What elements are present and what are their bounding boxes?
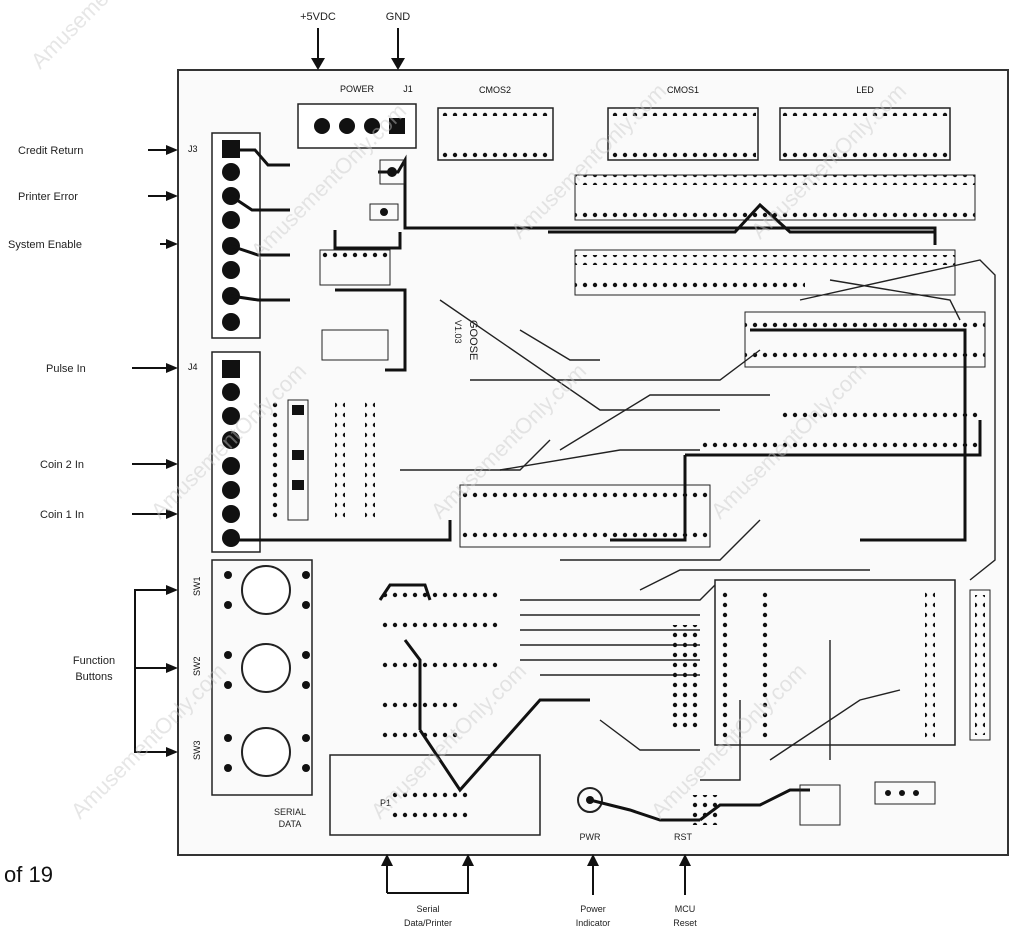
label-power: Power [580, 904, 606, 914]
power-led [577, 787, 603, 813]
traces-thick [230, 148, 982, 822]
serial-data-board-1: SERIAL [274, 807, 306, 817]
version-label: V1.03 [453, 320, 463, 344]
chip-label-3: LED [856, 85, 874, 95]
sw3-label: SW3 [192, 740, 202, 760]
label-mcu: MCU [675, 904, 696, 914]
bottom-arrows [381, 854, 691, 895]
board-outline [177, 69, 1009, 856]
j4-label: J4 [188, 362, 198, 372]
label-reset: Reset [673, 918, 697, 928]
traces-thin [400, 259, 996, 781]
label-coin1-in: Coin 1 In [40, 509, 84, 521]
j1-label: J1 [403, 84, 413, 94]
component-pads [270, 159, 841, 826]
serial-data-board-2: DATA [279, 819, 302, 829]
top-chip-row: CMOS2 CMOS1 LED [437, 85, 951, 161]
label-serial: Serial [416, 904, 439, 914]
label-pulse-in: Pulse In [46, 363, 86, 375]
label-indicator: Indicator [576, 918, 611, 928]
page-footer: of 19 [4, 862, 53, 887]
sw2-label: SW2 [192, 656, 202, 676]
chip-label-2: CMOS1 [667, 85, 699, 95]
sw1-label: SW1 [192, 576, 202, 596]
label-credit-return: Credit Return [18, 145, 83, 157]
label-system-enable: System Enable [8, 239, 82, 251]
p1-label: P1 [380, 798, 391, 808]
terminal-block-lower: J4 [188, 351, 261, 553]
goose-label: GOOSE [467, 320, 479, 360]
chip-label-1: CMOS2 [479, 85, 511, 95]
pwr-label: PWR [580, 832, 601, 842]
power-connector-label: POWER [340, 84, 375, 94]
label-buttons: Buttons [75, 671, 113, 683]
label-coin2-in: Coin 2 In [40, 459, 84, 471]
label-data-printer: Data/Printer [404, 918, 452, 928]
label-function: Function [73, 655, 115, 667]
left-input-arrows [132, 145, 178, 519]
label-gnd: GND [386, 11, 411, 23]
watermark-text: AmusementOnly.com [26, 0, 191, 74]
right-ic-area [714, 579, 991, 805]
mid-chip-rows [459, 174, 986, 548]
rst-label: RST [674, 832, 693, 842]
label-plus-5vdc: +5VDC [300, 11, 336, 23]
function-bracket [134, 585, 178, 757]
label-printer-error: Printer Error [18, 191, 78, 203]
j3-label: J3 [188, 144, 198, 154]
function-buttons: SW1 SW2 SW3 [192, 559, 313, 796]
